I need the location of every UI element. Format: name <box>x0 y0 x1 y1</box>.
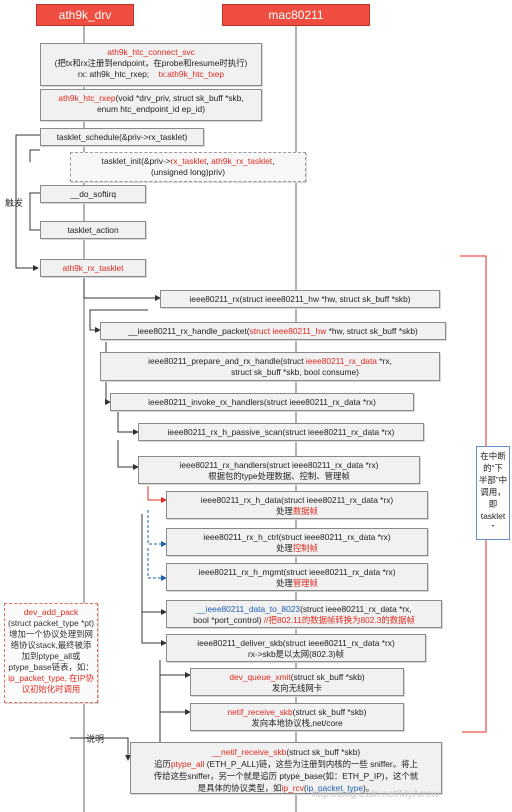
box-handle-packet: __ieee80211_rx_handle_packet(struct ieee… <box>100 322 446 340</box>
box-tasklet-schedule: tasklet_schedule(&priv->rx_tasklet) <box>40 128 204 146</box>
label-explain: 说明 <box>86 734 105 744</box>
box-rx-h-ctrl: ieee80211_rx_h_ctrl(struct ieee80211_rx_… <box>166 528 428 556</box>
note-tasklet: 在中断 的“下 半部”中 调用， 即 tasklet ” <box>476 446 510 540</box>
header-ath9k-drv: ath9k_drv <box>36 4 134 26</box>
box-rx-handlers: ieee80211_rx_handlers(struct ieee80211_r… <box>138 456 420 484</box>
box-dev-add-pack: dev_add_pack (struct packet_type *pt) 增加… <box>4 603 98 703</box>
box-dev-queue-xmit: dev_queue_xmit(struct sk_buff *skb) 发向无线… <box>190 668 404 696</box>
box-ath9k-rx-tasklet: ath9k_rx_tasklet <box>40 259 146 277</box>
box-netif-receive-skb-core: __netif_receive_skb(struct sk_buff *skb)… <box>130 742 442 794</box>
box-prepare-and-rx-handle: ieee80211_prepare_and_rx_handle(struct i… <box>100 352 440 381</box>
box-do-softirq: __do_softirq <box>40 185 146 203</box>
box-connect-svc: ath9k_htc_connect_svc (把tx和rx注册到endpoint… <box>40 43 262 86</box>
box-deliver-skb: ieee80211_deliver_skb(struct ieee80211_r… <box>166 634 426 662</box>
box-tasklet-action: tasklet_action <box>40 221 146 239</box>
box-tasklet-init: tasklet_init(&priv->rx_tasklet, ath9k_rx… <box>70 152 306 182</box>
box-rxep: ath9k_htc_rxep(void *drv_priv, struct sk… <box>40 89 262 121</box>
watermark: http://blog.csdn.net/MyArrow <box>312 789 439 800</box>
label-trigger: 触发 <box>5 198 24 208</box>
header-mac80211: mac80211 <box>222 4 370 26</box>
box-netif-receive-skb: netif_receive_skb(struct sk_buff *skb) 发… <box>190 703 404 731</box>
box-rx-h-mgmt: ieee80211_rx_h_mgmt(struct ieee80211_rx_… <box>166 563 428 591</box>
box-rx-h-data: ieee80211_rx_h_data(struct ieee80211_rx_… <box>166 491 428 519</box>
box-ieee80211-rx: ieee80211_rx(struct ieee80211_hw *hw, st… <box>160 290 440 308</box>
box-invoke-rx-handlers: ieee80211_invoke_rx_handlers(struct ieee… <box>110 393 414 411</box>
box-passive-scan: ieee80211_rx_h_passive_scan(struct ieee8… <box>138 423 424 441</box>
box-data-to-8023: __ieee80211_data_to_8023(struct ieee8021… <box>166 600 442 628</box>
